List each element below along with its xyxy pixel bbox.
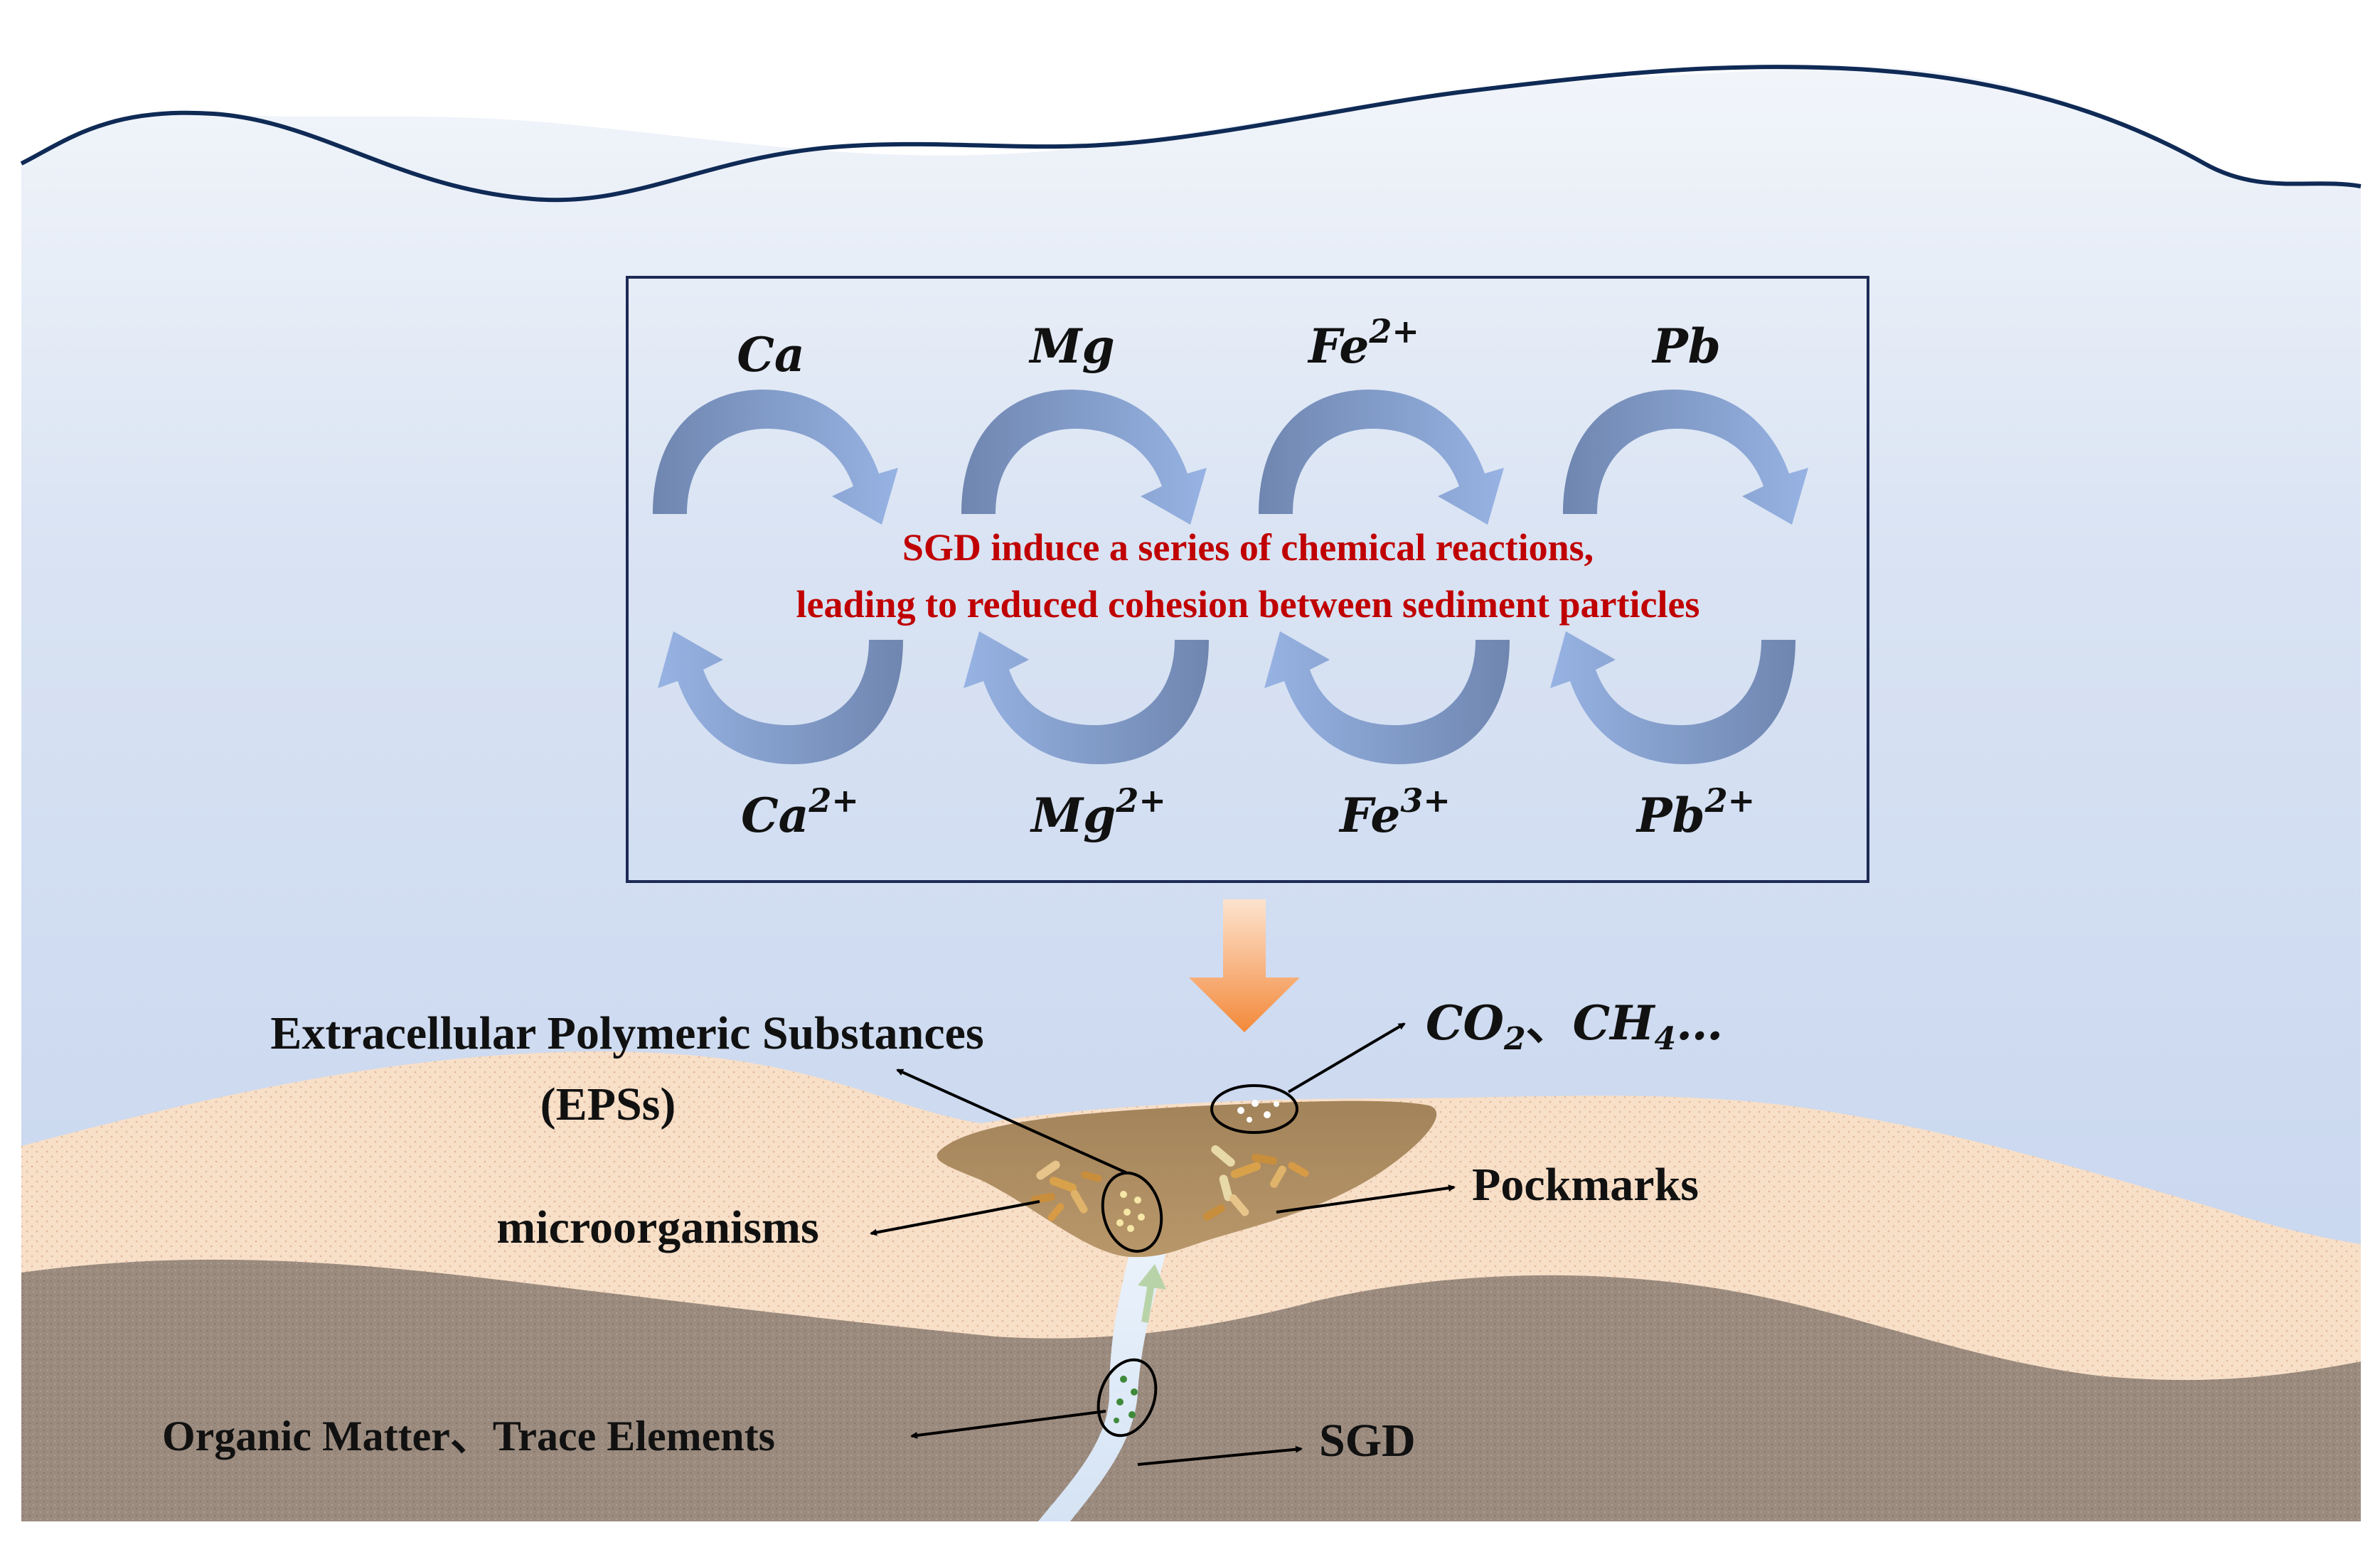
gas-bubbles-ellipse xyxy=(1210,1084,1298,1134)
center-text-line1: SGD induce a series of chemical reaction… xyxy=(902,526,1594,569)
organic-matter-ellipse xyxy=(1096,1358,1158,1437)
reaction-box xyxy=(626,276,1869,883)
pockmarks-leader-arrow xyxy=(1276,1184,1456,1214)
water-surface-line xyxy=(20,65,2362,203)
organic-matter-label: Organic Matter、Trace Elements xyxy=(162,1413,775,1460)
eps-label-line1: Extracellular Polymeric Substances xyxy=(270,1007,983,1059)
gases-label: CO2、CH4… xyxy=(1426,995,1723,1057)
sediment-layer xyxy=(21,1259,2361,1521)
pockmark xyxy=(936,1101,1437,1258)
reaction-label-mg2: Mg2+ xyxy=(1030,781,1166,843)
gases-leader-arrow xyxy=(1287,1022,1406,1093)
down-arrow xyxy=(1189,899,1300,1032)
microorganisms-label: microorganisms xyxy=(496,1201,818,1253)
sgd-label: SGD xyxy=(1319,1415,1416,1467)
reaction-label-fe3: Fe3+ xyxy=(1338,781,1451,843)
pockmarks-label: Pockmarks xyxy=(1472,1159,1699,1211)
reaction-label-ca2: Ca2+ xyxy=(741,781,859,843)
sky xyxy=(21,21,2361,186)
microorganisms-leader-arrow xyxy=(870,1200,1040,1236)
reaction-label-pb: Pb xyxy=(1651,318,1721,374)
reaction-label-pb2: Pb2+ xyxy=(1635,781,1755,843)
microorganisms-cluster-left xyxy=(1031,1160,1102,1221)
eps-label-line2: (EPSs) xyxy=(540,1078,676,1130)
reaction-label-fe2: Fe2+ xyxy=(1307,312,1419,374)
center-text-line2: leading to reduced cohesion between sedi… xyxy=(796,583,1700,626)
eps-callout-ellipse xyxy=(1101,1171,1163,1253)
sgd-stream xyxy=(1038,1248,1166,1521)
reaction-label-ca: Ca xyxy=(737,327,804,382)
eps-leader-arrow xyxy=(896,1069,1128,1174)
reaction-label-mg: Mg xyxy=(1028,318,1114,374)
sgd-leader-arrow xyxy=(1137,1445,1303,1466)
organic-matter-leader-arrow xyxy=(910,1410,1106,1439)
microorganisms-cluster-right xyxy=(1202,1145,1309,1221)
stream-flow-arrowhead xyxy=(1138,1264,1166,1290)
